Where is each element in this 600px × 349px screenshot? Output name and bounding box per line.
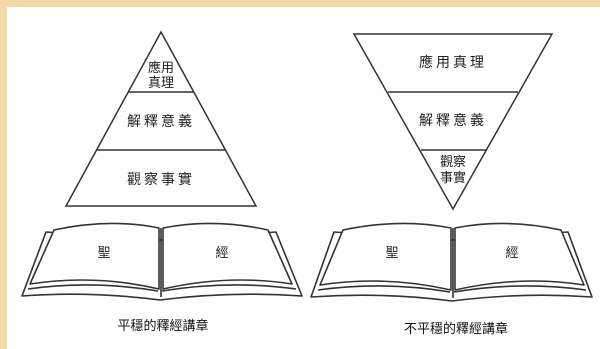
- pyramid-bottom-label: 觀察事實: [127, 171, 195, 188]
- stable-caption: 平穩的釋經講章: [117, 318, 208, 334]
- stable-pyramid: [64, 30, 258, 207]
- book-right-page-label: 經: [215, 246, 228, 261]
- book-left-page: [29, 222, 160, 290]
- book-page-edge-right: [453, 285, 587, 293]
- unstable-pyramid: [352, 33, 554, 211]
- book-right-page: [454, 222, 585, 291]
- inverted-bottom-label-1: 觀察: [440, 155, 466, 170]
- book-page-edge-right: [161, 284, 297, 292]
- book-right-page: [162, 222, 293, 290]
- book-left-page-label: 聖: [97, 246, 110, 261]
- book-left-page: [319, 222, 452, 291]
- inverted-middle-label: 解釋意義: [419, 112, 487, 129]
- book-right-page-label: 經: [505, 246, 518, 261]
- book-left-page-label: 聖: [385, 246, 398, 261]
- pyramid-top-label-1: 應用: [148, 60, 174, 76]
- inverted-bottom-label-2: 事實: [440, 170, 466, 186]
- book-page-edge-left: [317, 285, 451, 293]
- inverted-top-label: 應用真理: [419, 54, 487, 71]
- pyramid-outline: [64, 30, 258, 207]
- diagram-canvas: 應用 真理 解釋意義 觀察事實 聖 經 平穩的釋經講章 應用真理 解釋意義 觀察…: [7, 7, 600, 349]
- unstable-bible-book: [310, 222, 593, 302]
- book-page-edge-left: [27, 284, 159, 292]
- pyramid-top-label-2: 真理: [148, 76, 174, 91]
- inverted-pyramid-outline: [352, 33, 554, 211]
- diagram-svg: 應用 真理 解釋意義 觀察事實 聖 經 平穩的釋經講章 應用真理 解釋意義 觀察…: [21, 30, 593, 337]
- stable-bible-book: [21, 222, 303, 301]
- pyramid-middle-label: 解釋意義: [127, 113, 195, 130]
- unstable-caption: 不平穩的釋經講章: [404, 321, 508, 337]
